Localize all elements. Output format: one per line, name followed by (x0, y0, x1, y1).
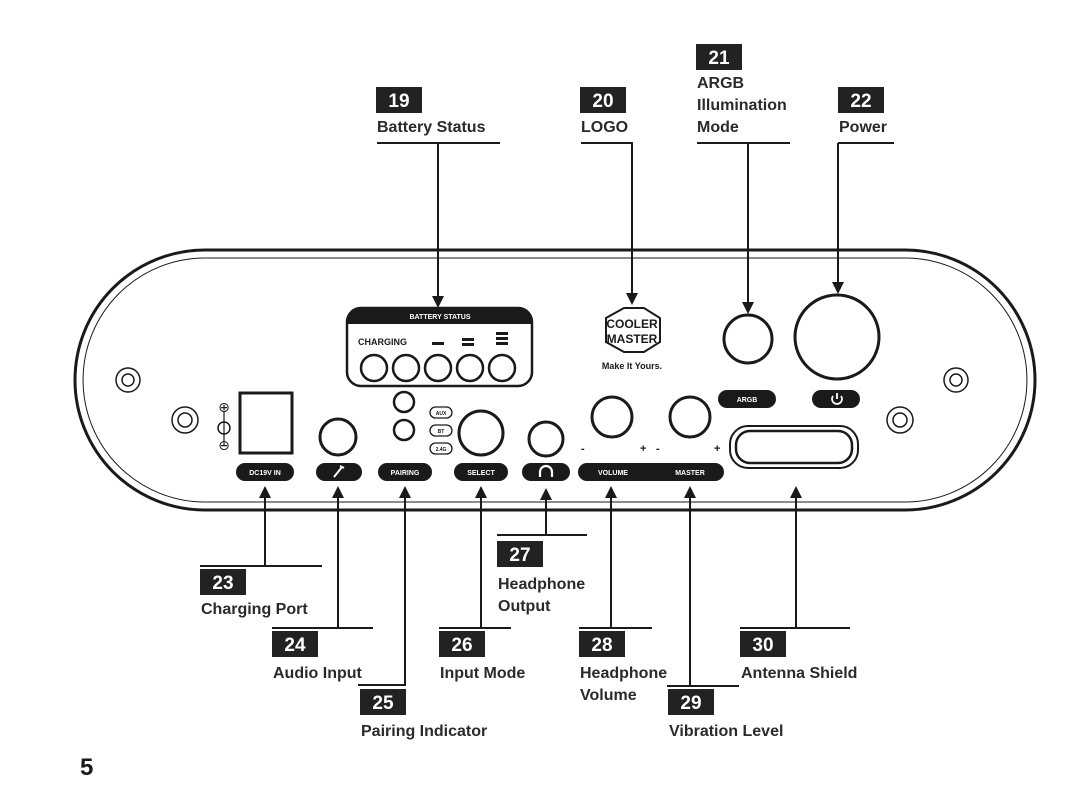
callout-label: Vibration Level (669, 723, 783, 740)
callout-27: 27 Headphone Output (497, 541, 585, 615)
page-number: 5 (80, 754, 93, 781)
callout-22: 22 Power (838, 87, 887, 136)
callout-23: 23 Charging Port (200, 569, 308, 618)
mounting-screws (115, 367, 969, 434)
battery-status-title: BATTERY STATUS (409, 314, 470, 321)
charging-port[interactable]: ⊕ ⊖ (217, 391, 294, 455)
battery-led-1 (359, 353, 389, 383)
callout-label: Output (498, 598, 551, 615)
battery-status-panel: BATTERY STATUS CHARGING (345, 306, 534, 388)
dc-plus-icon: ⊕ (218, 399, 230, 415)
callout-label: Pairing Indicator (361, 723, 487, 740)
headphone-label-pill (522, 463, 570, 481)
pairing-led-1 (392, 390, 416, 414)
pairing-led-2 (392, 418, 416, 442)
select-label-pill: SELECT (454, 463, 508, 481)
input-mode-indicators (429, 406, 453, 455)
pairing-label-pill: PAIRING (378, 463, 432, 481)
antenna-shield (729, 425, 859, 469)
callout-number: 24 (284, 635, 306, 656)
callout-label: Power (839, 119, 887, 136)
callout-24: 24 Audio Input (272, 631, 363, 682)
callout-number: 21 (708, 48, 730, 69)
power-icon (831, 393, 843, 405)
select-button[interactable] (457, 409, 505, 457)
callout-label: Volume (580, 687, 637, 704)
callout-number: 26 (451, 635, 472, 656)
callout-29: 29 Vibration Level (668, 689, 783, 740)
callout-number: 19 (388, 91, 409, 112)
power-button[interactable] (793, 293, 881, 381)
volume-master-label-pill: VOLUME MASTER (578, 463, 724, 481)
callout-label: Battery Status (377, 119, 486, 136)
argb-label-pill: ARGB (718, 390, 776, 408)
callout-label: LOGO (581, 119, 628, 136)
callout-20: 20 LOGO (580, 87, 628, 136)
master-knob[interactable] (668, 395, 712, 439)
callout-label: Mode (697, 119, 739, 136)
leader-arrows (259, 282, 844, 500)
volume-knob[interactable] (590, 395, 634, 439)
device-panel (73, 248, 1037, 512)
callout-28: 28 Headphone Volume (579, 631, 667, 704)
logo-line-2: MASTER (607, 332, 658, 346)
audio-label-pill (316, 463, 362, 481)
input-mode-aux: AUX (436, 411, 447, 417)
callout-number: 27 (509, 545, 530, 566)
callout-25: 25 Pairing Indicator (360, 689, 487, 740)
argb-label: ARGB (737, 397, 758, 404)
callout-number: 29 (680, 693, 701, 714)
callout-21: 21 ARGB Illumination Mode (696, 44, 787, 136)
logo-tagline: Make It Yours. (602, 361, 662, 371)
power-label-pill (812, 390, 860, 408)
callout-label: Charging Port (201, 601, 308, 618)
charging-label: CHARGING (358, 337, 407, 347)
volume-label: VOLUME (598, 470, 628, 477)
input-mode-bt: BT (438, 429, 445, 435)
callout-label: Input Mode (440, 665, 525, 682)
battery-led-4 (455, 353, 485, 383)
callout-number: 28 (591, 635, 612, 656)
battery-level-1-icon (432, 342, 444, 345)
leader-lines (200, 142, 894, 687)
headphone-icon (538, 464, 554, 477)
headphone-jack[interactable] (527, 420, 565, 458)
select-label: SELECT (467, 470, 495, 477)
argb-button[interactable] (722, 313, 774, 365)
callout-26: 26 Input Mode (439, 631, 525, 682)
callout-number: 30 (752, 635, 773, 656)
cooler-master-logo: COOLER MASTER Make It Yours. (602, 307, 662, 371)
callout-label: Illumination (697, 97, 787, 114)
battery-led-3 (423, 353, 453, 383)
dc-label: DC19V IN (249, 470, 281, 477)
callout-19: 19 Battery Status (376, 87, 486, 136)
callout-label: ARGB (697, 75, 744, 92)
logo-line-1: COOLER (606, 317, 658, 331)
callout-label: Antenna Shield (741, 665, 857, 682)
audio-jack-icon (333, 465, 345, 478)
pairing-label: PAIRING (391, 470, 420, 477)
callout-label: Headphone (498, 576, 585, 593)
callout-number: 23 (212, 573, 233, 594)
master-minus: - (656, 443, 660, 455)
master-plus: + (714, 443, 720, 455)
callout-number: 20 (592, 91, 613, 112)
volume-minus: - (581, 443, 585, 455)
master-label: MASTER (675, 470, 705, 477)
battery-led-5 (487, 353, 517, 383)
callout-number: 22 (850, 91, 871, 112)
audio-input-jack[interactable] (318, 417, 358, 457)
input-mode-24g: 2.4G (436, 447, 447, 453)
callout-label: Headphone (580, 665, 667, 682)
callout-30: 30 Antenna Shield (740, 631, 857, 682)
callout-number: 25 (372, 693, 394, 714)
callout-label: Audio Input (273, 665, 363, 682)
battery-led-2 (391, 353, 421, 383)
volume-plus: + (640, 443, 646, 455)
dc-label-pill: DC19V IN (236, 463, 294, 481)
